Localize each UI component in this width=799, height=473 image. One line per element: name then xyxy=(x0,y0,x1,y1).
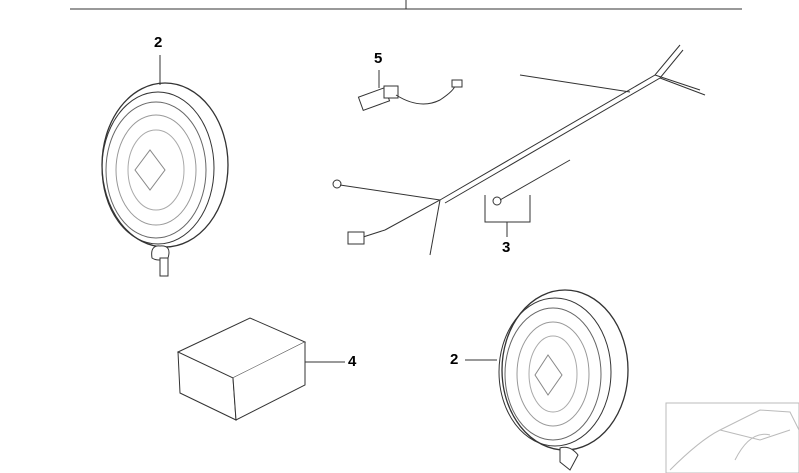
bulb[interactable] xyxy=(357,70,463,112)
vehicle-thumbnail xyxy=(665,402,799,473)
package-box[interactable] xyxy=(176,317,345,421)
fog-lamp-bottom-right[interactable] xyxy=(498,289,629,471)
callout-2-lamp-bottom: 2 xyxy=(450,351,459,368)
wiring-harness[interactable] xyxy=(332,44,706,256)
callout-2-lamp-top: 2 xyxy=(154,34,163,51)
callout-4-box: 4 xyxy=(348,353,357,370)
callout-5-bulb: 5 xyxy=(374,50,383,67)
fog-lamp-top-left[interactable] xyxy=(101,82,229,277)
callout-3-harness: 3 xyxy=(502,239,511,256)
